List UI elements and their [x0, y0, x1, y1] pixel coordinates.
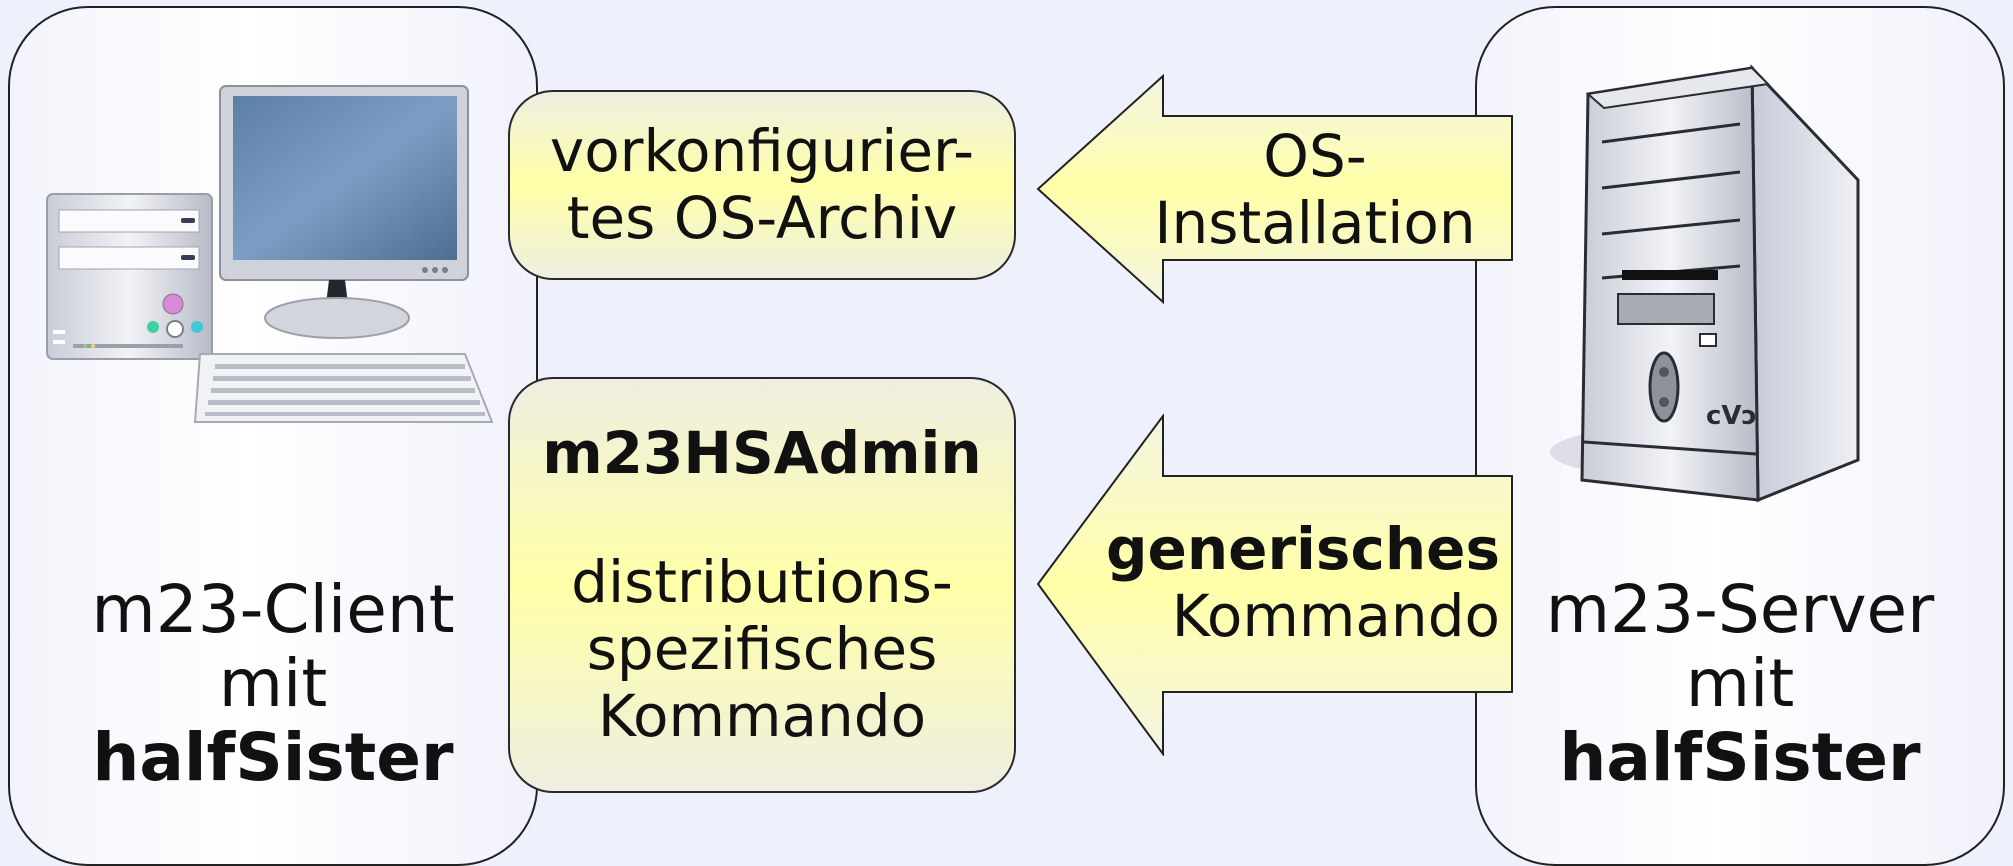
os-archive-line1: vorkonfigurier-	[549, 117, 975, 185]
desktop-computer-icon	[46, 85, 494, 423]
m23hsadmin-line2: spezifisches	[586, 615, 938, 683]
client-label-line2: mit	[218, 645, 328, 722]
generic-command-line1: generisches	[1105, 515, 1500, 583]
os-archive-line2: tes OS-Archiv	[566, 184, 958, 252]
client-label: m23-Client mit halfSister	[8, 573, 538, 795]
server-tower-icon: cVɔ	[1550, 64, 1860, 503]
server-label: m23-Server mit halfSister	[1475, 573, 2005, 795]
client-label-line1: m23-Client	[91, 571, 455, 648]
m23hsadmin-line1: distributions-	[571, 548, 953, 616]
os-archive-box: vorkonfigurier- tes OS-Archiv	[508, 90, 1016, 280]
generic-command-arrow	[1036, 414, 1513, 756]
server-label-line1: m23-Server	[1545, 571, 1935, 648]
os-installation-line2: Installation	[1154, 189, 1476, 257]
os-installation-arrow	[1036, 74, 1513, 304]
generic-command-line2: Kommando	[1171, 582, 1500, 650]
m23hsadmin-title: m23HSAdmin	[542, 419, 982, 487]
client-label-line3: halfSister	[92, 719, 454, 796]
generic-command-label: generisches Kommando	[1090, 516, 1500, 650]
svg-text:cVɔ: cVɔ	[1706, 401, 1757, 431]
server-label-line2: mit	[1685, 645, 1795, 722]
os-installation-line1: OS-	[1263, 122, 1367, 190]
m23hsadmin-box: m23HSAdmin distributions- spezifisches K…	[508, 377, 1016, 793]
server-label-line3: halfSister	[1559, 719, 1921, 796]
m23hsadmin-line3: Kommando	[597, 682, 927, 750]
os-installation-label: OS- Installation	[1140, 123, 1490, 257]
